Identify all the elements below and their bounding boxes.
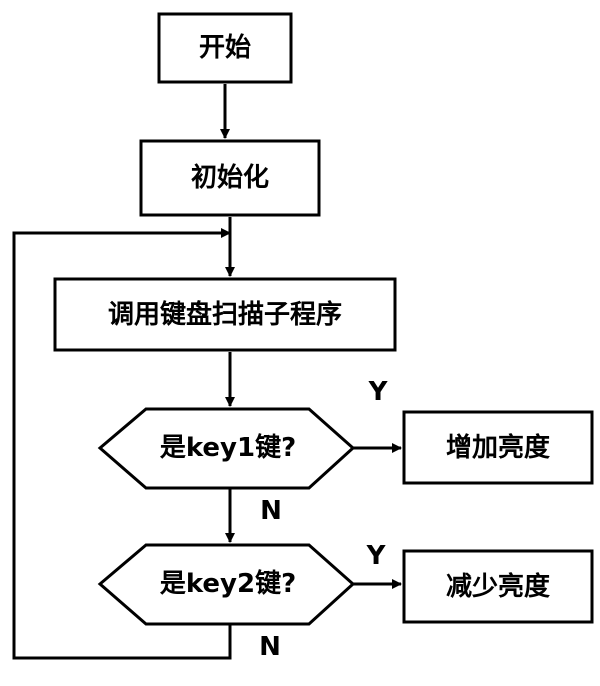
increase-brightness-node: 增加亮度 [402,410,594,485]
decrease-brightness-label: 减少亮度 [446,571,550,602]
decision-key2-label: 是key2键? [160,568,296,599]
decrease-brightness-node: 减少亮度 [402,549,594,624]
key2-yes-label: Y [366,541,387,571]
decision-key1-node: 是key1键? [97,407,356,490]
key1-no-label: N [260,496,282,526]
scan-keyboard-label: 调用键盘扫描子程序 [108,299,342,330]
scan-keyboard-node: 调用键盘扫描子程序 [53,277,397,352]
init-label: 初始化 [191,163,269,193]
decision-key2-node: 是key2键? [97,543,356,626]
key1-yes-label: Y [368,377,389,407]
increase-brightness-label: 增加亮度 [446,432,550,463]
init-node: 初始化 [139,139,321,217]
decision-key1-label: 是key1键? [160,432,296,463]
key2-no-label: N [259,632,281,662]
start-label: 开始 [199,33,251,63]
loop-back-arrow [12,228,232,660]
start-node: 开始 [157,12,293,84]
